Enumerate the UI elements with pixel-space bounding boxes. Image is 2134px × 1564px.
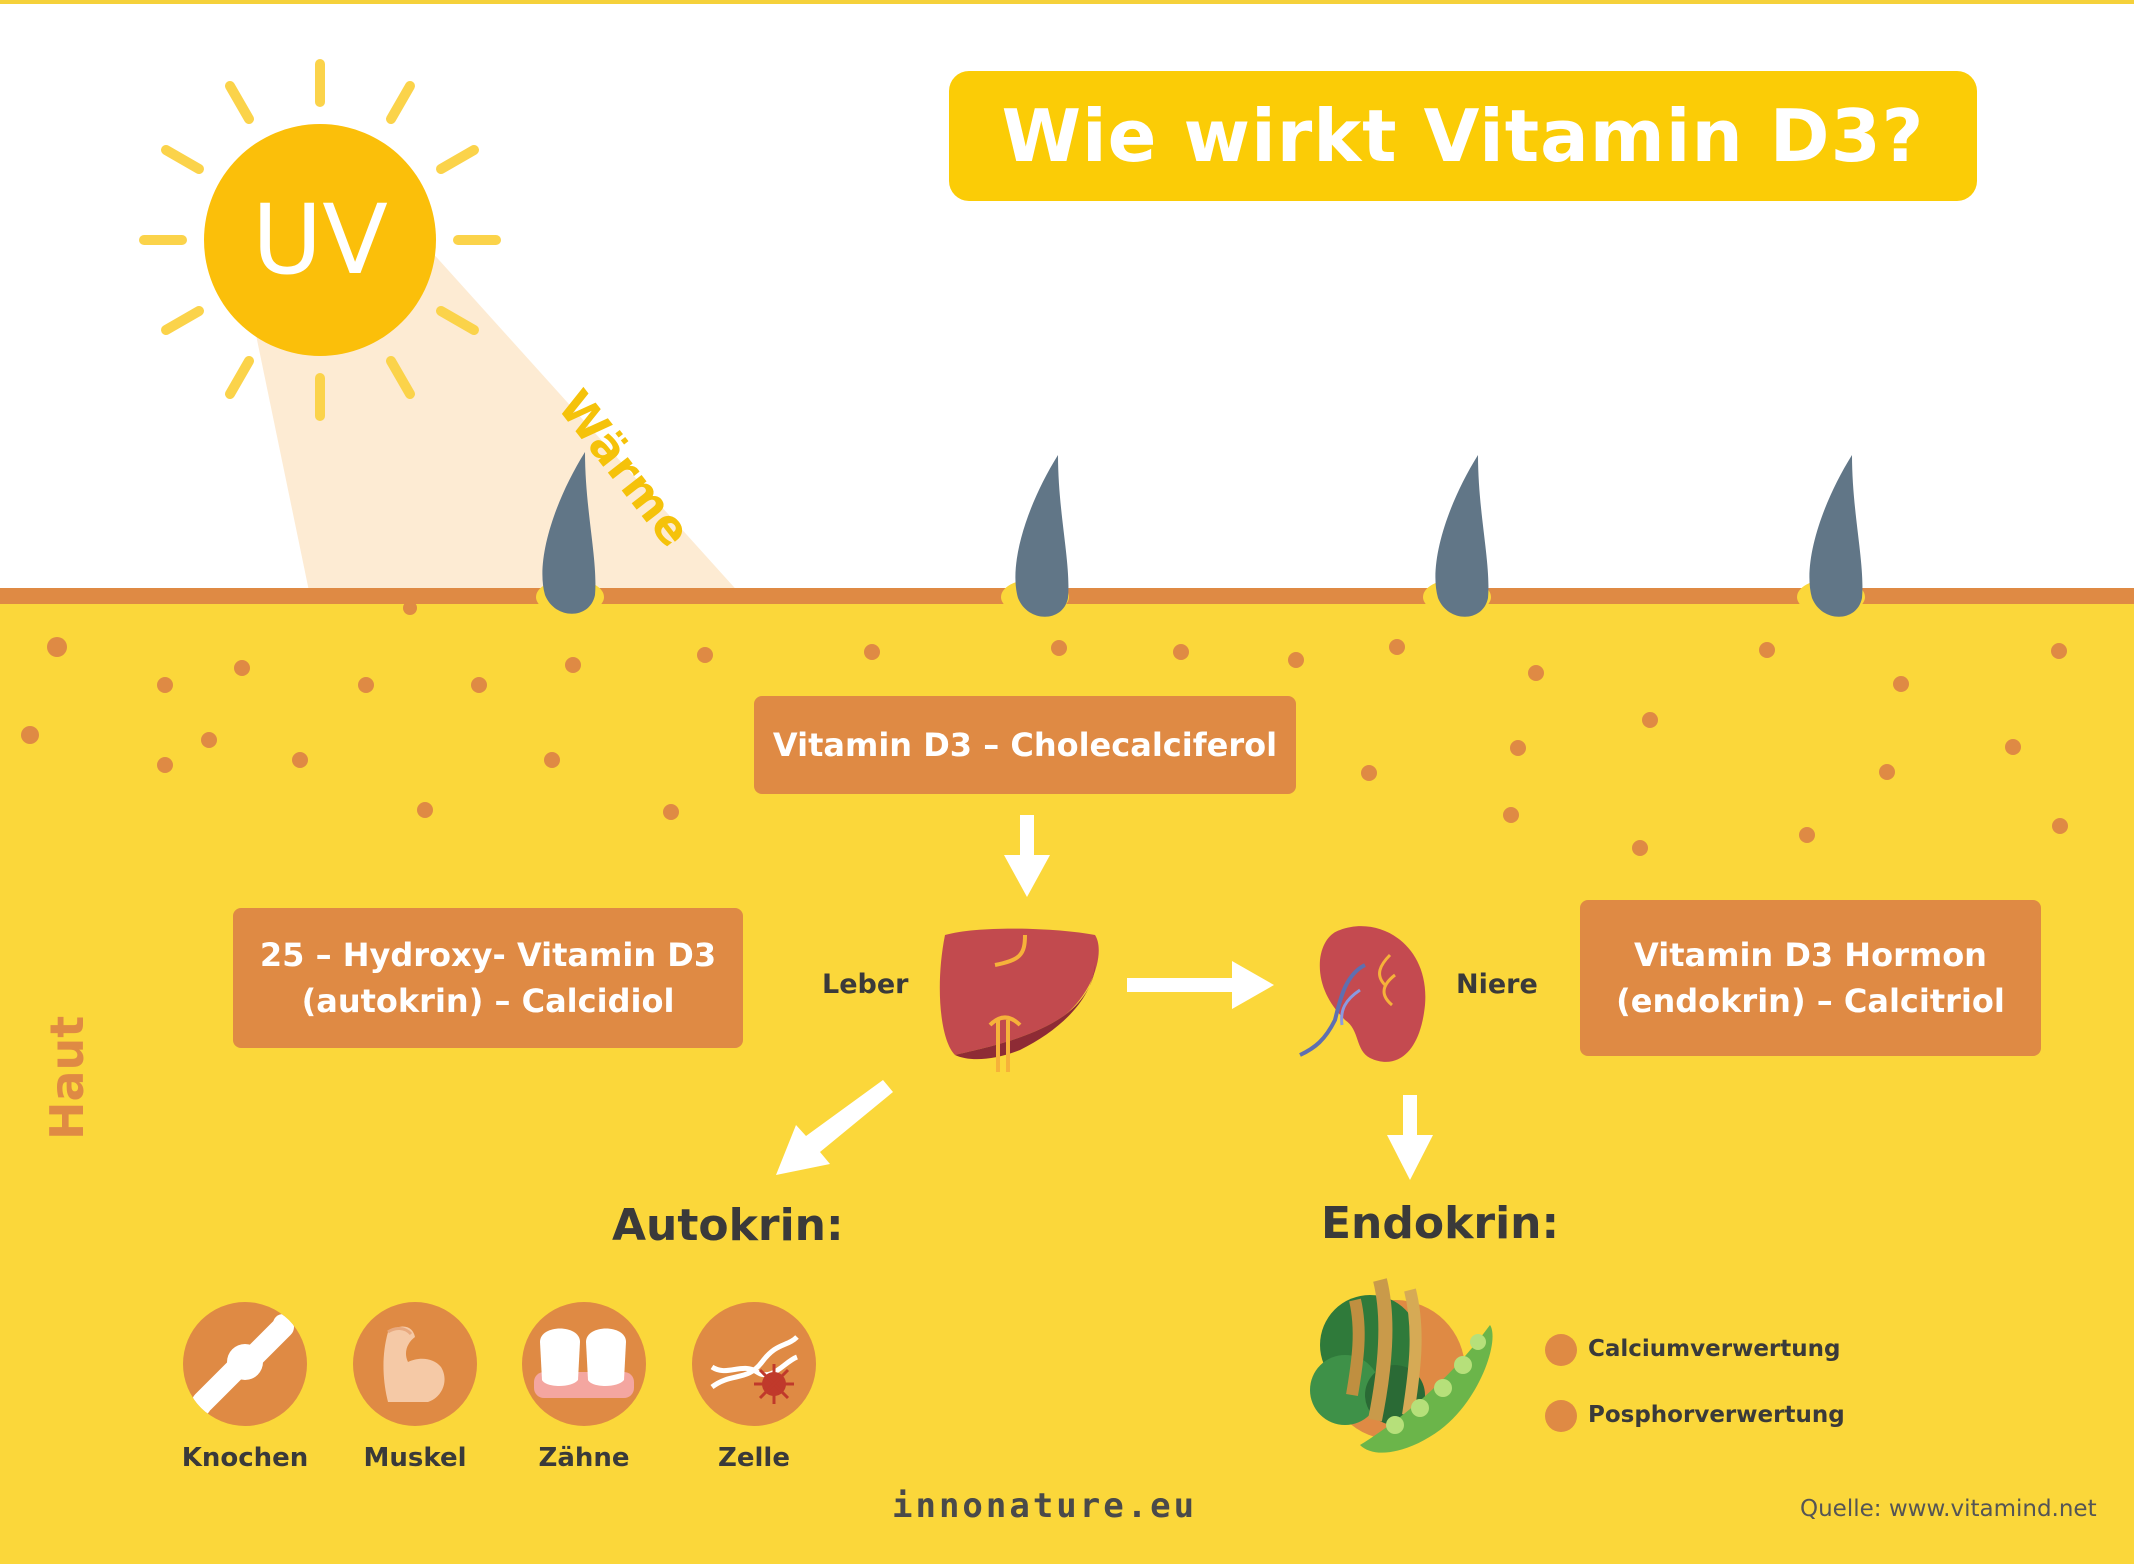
sun-rays-icon: [139, 59, 501, 421]
arrow-down-left-icon: [776, 1080, 893, 1175]
muscle-arm-icon: [353, 1302, 477, 1426]
autocrine-heading: Autokrin:: [612, 1200, 844, 1251]
sun-icon: UV: [204, 124, 436, 356]
autocrine-label-knochen: Knochen: [181, 1443, 309, 1473]
box-cholecalciferol-text: Vitamin D3 – Cholecalciferol: [772, 726, 1278, 764]
autocrine-label-zaehne: Zähne: [538, 1443, 630, 1473]
box-calcidiol-line2: (autokrin) – Calcidiol: [301, 982, 675, 1020]
legend-phosphor: Posphorverwertung: [1588, 1402, 1845, 1428]
autocrine-label-zelle: Zelle: [718, 1443, 790, 1473]
page-title: Wie wirkt Vitamin D3?: [1001, 94, 1925, 178]
bone-joint-icon: [183, 1302, 307, 1426]
box-calcidiol: 25 – Hydroxy- Vitamin D3 (autokrin) – Ca…: [233, 908, 743, 1048]
legend-calcium: Calciumverwertung: [1588, 1336, 1841, 1362]
kidney-label: Niere: [1456, 969, 1538, 1000]
arrow-down-icon: [1387, 1095, 1433, 1180]
skin-label: Haut: [40, 1015, 94, 1140]
arrows: [776, 815, 1433, 1180]
arrow-down-icon: [1004, 815, 1050, 897]
box-calcidiol-line1: 25 – Hydroxy- Vitamin D3: [259, 936, 717, 974]
skin-dots: [21, 601, 2068, 856]
box-calcitriol: Vitamin D3 Hormon (endokrin) – Calcitrio…: [1580, 900, 2041, 1056]
title-banner: Wie wirkt Vitamin D3?: [949, 71, 1977, 201]
vegetables-grain-icon: [1310, 1278, 1493, 1453]
hair-icon: [1001, 455, 1069, 617]
legend-dot: [1545, 1400, 1577, 1432]
box-calcitriol-line2: (endokrin) – Calcitriol: [1616, 982, 2005, 1020]
sun-label: UV: [252, 184, 388, 296]
autocrine-label-muskel: Muskel: [363, 1443, 467, 1473]
arrow-right-icon: [1127, 961, 1274, 1009]
teeth-icon: [522, 1302, 646, 1426]
brand-logo-text: innonature.eu: [892, 1486, 1198, 1526]
hair-icon: [536, 452, 604, 615]
liver-icon: [939, 928, 1099, 1072]
box-calcitriol-line1: Vitamin D3 Hormon: [1634, 936, 1987, 974]
dna-cell-icon: [692, 1302, 816, 1426]
source-text: Quelle: www.vitamind.net: [1800, 1496, 2097, 1522]
hair-icon: [1423, 455, 1491, 617]
hair-follicles: [536, 452, 1865, 617]
legend-dot: [1545, 1334, 1577, 1366]
box-cholecalciferol: Vitamin D3 – Cholecalciferol: [754, 696, 1296, 794]
endocrine-heading: Endokrin:: [1321, 1198, 1560, 1249]
liver-label: Leber: [822, 969, 909, 1000]
hair-icon: [1797, 455, 1865, 617]
kidney-icon: [1299, 926, 1426, 1062]
